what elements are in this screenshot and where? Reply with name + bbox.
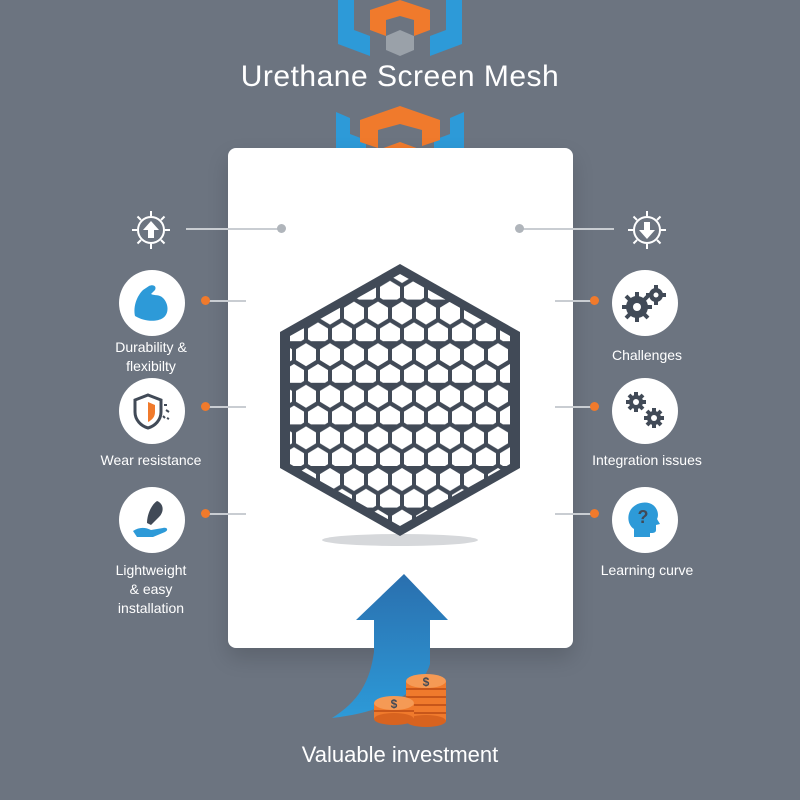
left-item-label-durability: Durability &flexibilty (115, 339, 187, 374)
connector-dot (201, 509, 210, 518)
lightweight-icon-circle (119, 487, 185, 553)
connector-line (555, 300, 595, 302)
page-title: Urethane Screen Mesh (240, 60, 560, 93)
gear-up-arrow-icon (132, 211, 170, 249)
connector-line (555, 513, 595, 515)
integration-icon-circle (612, 378, 678, 444)
head-question-icon: ? (628, 502, 660, 537)
left-item-label-wear: Wear resistance (100, 452, 202, 468)
gear-down-arrow-icon (628, 211, 666, 249)
svg-text:?: ? (638, 507, 649, 527)
connector-dot (515, 224, 524, 233)
connector-line (206, 513, 246, 515)
connector-dot (277, 224, 286, 233)
challenges-icon-circle (612, 270, 678, 336)
right-item-label-integration: Integration issues (592, 452, 702, 468)
coin-stack-icon: $ $ (374, 674, 446, 727)
hexagon-mesh-icon (280, 264, 520, 546)
shield-icon (133, 393, 170, 430)
connector-dot (590, 509, 599, 518)
feather-hand-icon (133, 501, 168, 537)
connector-line (555, 406, 595, 408)
connector-line (206, 300, 246, 302)
top-logo-icon (338, 0, 462, 56)
right-item-label-challenges: Challenges (611, 347, 683, 363)
connector-line (186, 228, 280, 230)
connector-line (206, 406, 246, 408)
connector-dot (590, 402, 599, 411)
flexed-arm-icon (134, 285, 168, 321)
connected-gears-icon (626, 392, 664, 428)
connector-dot (201, 402, 210, 411)
learning-icon-circle: ? (612, 487, 678, 553)
wear-icon-circle (119, 378, 185, 444)
connector-dot (201, 296, 210, 305)
connector-line (520, 228, 614, 230)
durability-icon-circle (119, 270, 185, 336)
gears-icon (622, 285, 666, 322)
svg-text:$: $ (391, 697, 398, 711)
svg-text:$: $ (423, 675, 430, 689)
bottom-label: Valuable investment (301, 742, 499, 767)
right-item-label-learning: Learning curve (600, 562, 694, 578)
connector-dot (590, 296, 599, 305)
